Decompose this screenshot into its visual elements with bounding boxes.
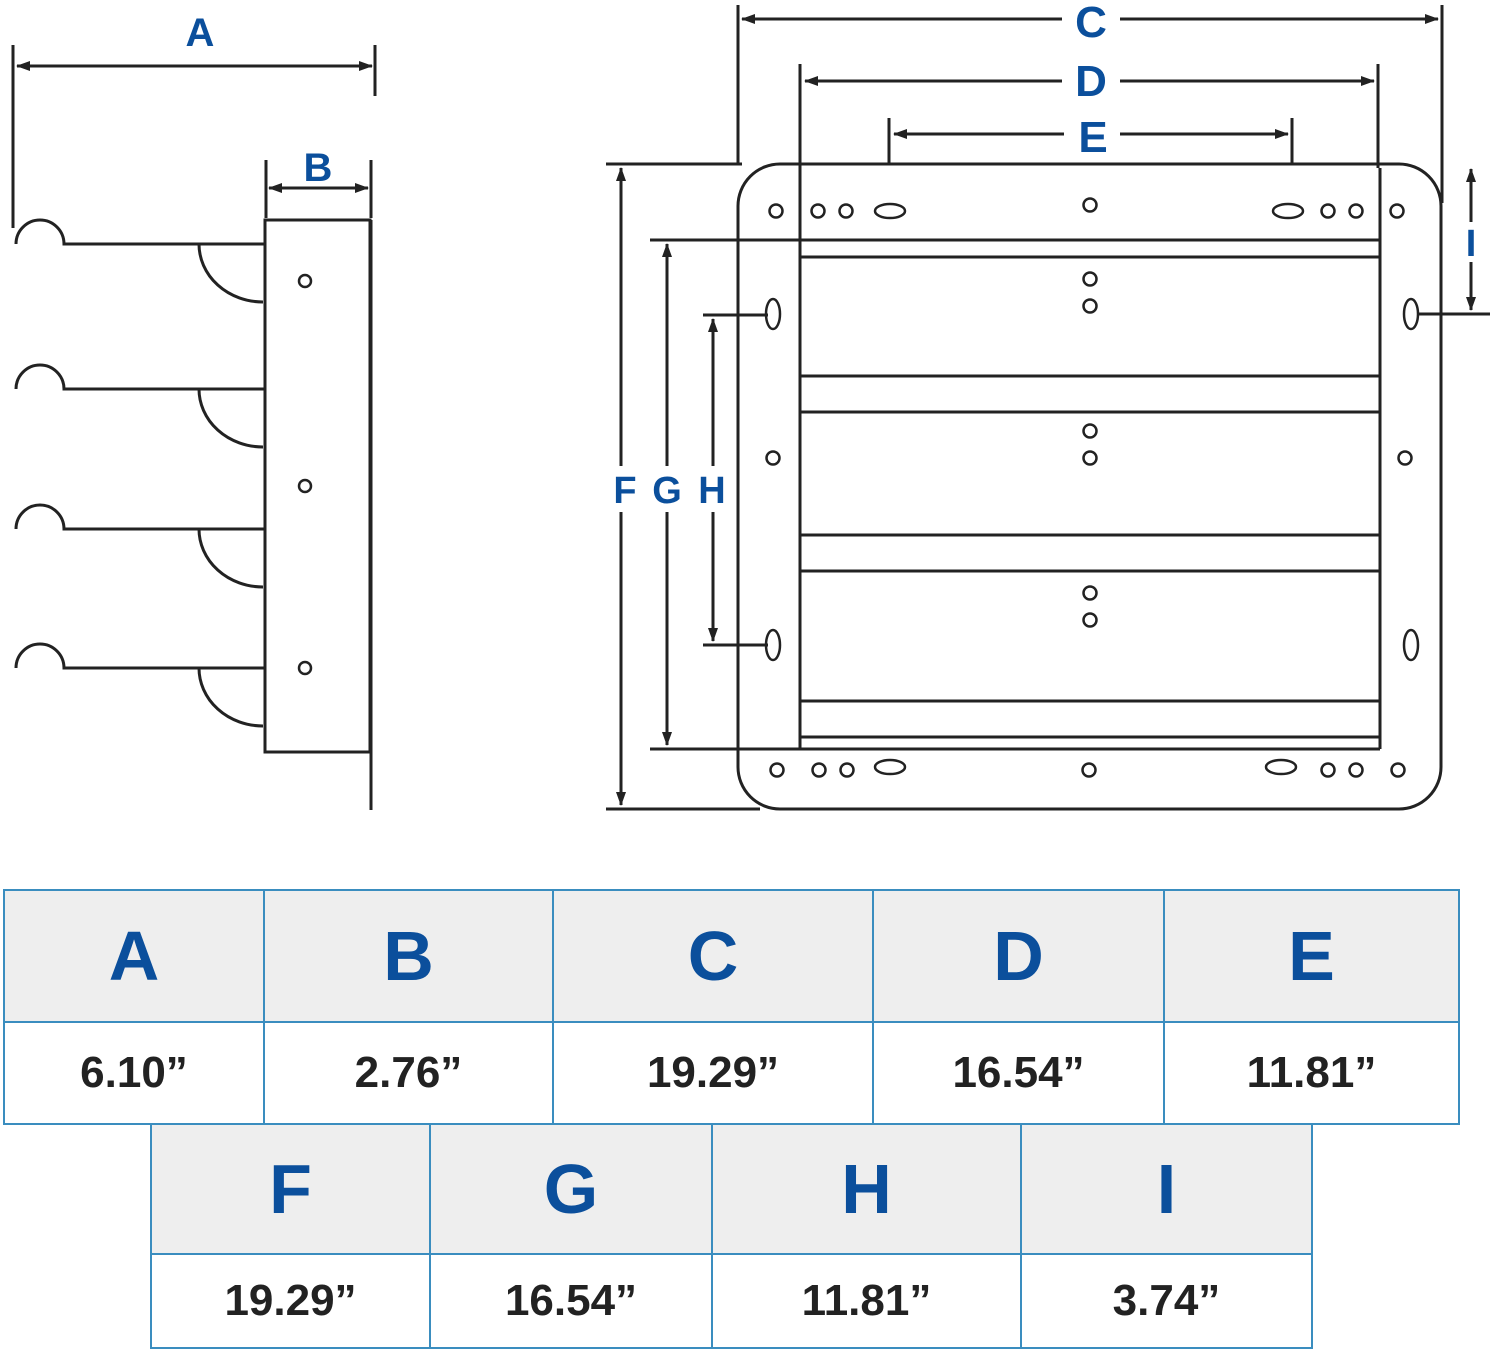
label-i: I	[1466, 223, 1477, 265]
table-value: 16.54”	[431, 1255, 711, 1347]
table-header: H	[713, 1125, 1020, 1255]
louver	[14, 218, 265, 304]
table-value: 16.54”	[874, 1023, 1163, 1123]
table-header: D	[874, 891, 1163, 1023]
table-header: F	[152, 1125, 429, 1255]
label-h: H	[698, 470, 725, 512]
label-a: A	[186, 11, 215, 55]
table-value: 11.81”	[1165, 1023, 1458, 1123]
dimension-drawing: A B	[11, 0, 1490, 811]
table-cell-e: E 11.81”	[1163, 889, 1460, 1125]
label-b: B	[304, 146, 333, 190]
dimension-table-row-2: F 19.29” G 16.54” H 11.81” I 3.74”	[150, 1123, 1313, 1349]
table-value: 3.74”	[1022, 1255, 1311, 1347]
label-c: C	[1075, 0, 1107, 47]
table-cell-b: B 2.76”	[263, 889, 554, 1125]
label-g: G	[652, 470, 682, 512]
table-cell-d: D 16.54”	[872, 889, 1165, 1125]
outer-frame	[736, 162, 1443, 811]
table-cell-f: F 19.29”	[150, 1123, 431, 1349]
table-value: 19.29”	[554, 1023, 872, 1123]
table-value: 19.29”	[152, 1255, 429, 1347]
dimension-table-row-1: A 6.10” B 2.76” C 19.29” D 16.54” E 11.8…	[3, 889, 1460, 1125]
table-cell-a: A 6.10”	[3, 889, 265, 1125]
front-view	[606, 5, 1490, 811]
louver	[14, 363, 265, 449]
table-value: 6.10”	[5, 1023, 263, 1123]
table-header: I	[1022, 1125, 1311, 1255]
label-f: F	[613, 470, 636, 512]
table-header: E	[1165, 891, 1458, 1023]
table-cell-i: I 3.74”	[1020, 1123, 1313, 1349]
label-e: E	[1078, 113, 1107, 162]
table-cell-g: G 16.54”	[429, 1123, 713, 1349]
side-view	[11, 45, 377, 810]
table-header: B	[265, 891, 552, 1023]
table-header: G	[431, 1125, 711, 1255]
table-cell-h: H 11.81”	[711, 1123, 1022, 1349]
louver	[14, 642, 265, 728]
table-header: C	[554, 891, 872, 1023]
table-value: 2.76”	[265, 1023, 552, 1123]
table-cell-c: C 19.29”	[552, 889, 874, 1125]
side-frame	[263, 218, 372, 754]
table-header: A	[5, 891, 263, 1023]
table-value: 11.81”	[713, 1255, 1020, 1347]
louver	[14, 503, 265, 589]
label-d: D	[1075, 57, 1107, 106]
